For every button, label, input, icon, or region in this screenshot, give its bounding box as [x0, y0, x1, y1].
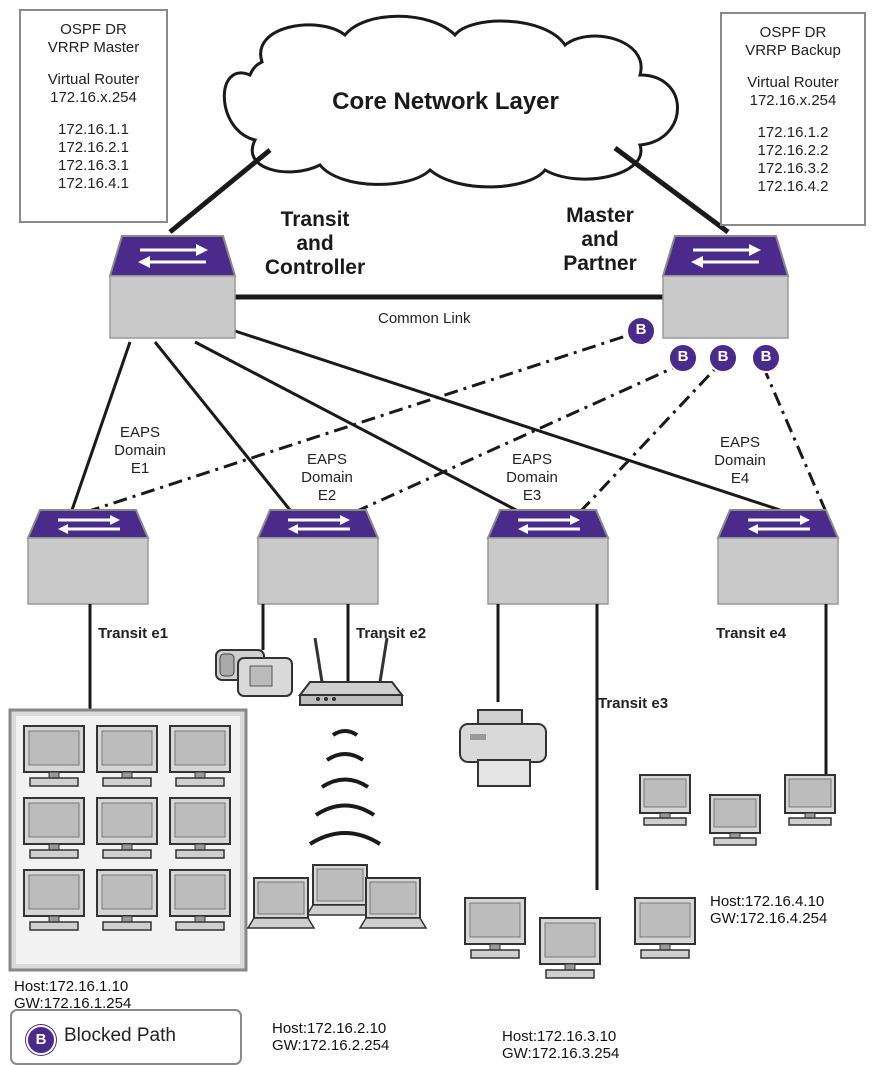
- legend: B Blocked Path: [10, 1009, 242, 1065]
- blocked-marker-label: B: [717, 348, 729, 365]
- domain-e1-label: EAPS Domain E1: [100, 424, 180, 478]
- info-line: 172.16.4.1: [58, 175, 129, 192]
- gw-line: GW:172.16.2.254: [272, 1037, 390, 1054]
- info-line: 172.16.x.254: [749, 92, 837, 109]
- host-line: Host:172.16.4.10: [710, 893, 825, 910]
- info-line: 172.16.2.2: [757, 142, 829, 159]
- gw-line: GW:172.16.1.254: [14, 995, 132, 1012]
- wifi-signal-icon: [308, 729, 382, 846]
- info-line: 172.16.2.1: [58, 139, 129, 156]
- label-line: EAPS: [306, 451, 348, 468]
- info-line: 172.16.3.1: [58, 157, 129, 174]
- workstations-e3: [464, 897, 696, 979]
- blocked-links: [85, 332, 828, 514]
- label-line: E3: [522, 487, 542, 504]
- controller-links: [70, 328, 781, 512]
- info-line: 172.16.3.2: [757, 160, 829, 177]
- core-left-uplink: [168, 148, 272, 234]
- gw-line: GW:172.16.3.254: [502, 1045, 620, 1062]
- switch-e3: [486, 508, 610, 606]
- domain-e2-label: EAPS Domain E2: [287, 451, 367, 505]
- label-line: Domain: [714, 452, 766, 469]
- master-partner-label: Master and Partner: [540, 204, 660, 276]
- transit-e1-label: Transit e1: [98, 625, 169, 642]
- core-network-label: Core Network Layer: [332, 88, 559, 115]
- printer-icon: [459, 709, 547, 787]
- label-line: E1: [130, 460, 150, 477]
- host-line: Host:172.16.3.10: [502, 1028, 617, 1045]
- domain-e4-label: EAPS Domain E4: [700, 434, 780, 488]
- switch-e4: [716, 508, 840, 606]
- legend-label: Blocked Path: [64, 1025, 176, 1046]
- switch-master-partner: [661, 234, 790, 340]
- label-line: Transit: [280, 208, 350, 231]
- info-line: VRRP Backup: [745, 42, 841, 59]
- transit-controller-label: Transit and Controller: [240, 208, 390, 280]
- blocked-marker-label: B: [635, 321, 647, 338]
- domain-e3-label: EAPS Domain E3: [492, 451, 572, 505]
- core-network-cloud: [222, 14, 679, 189]
- label-line: Partner: [563, 252, 637, 275]
- host-e4-label: Host:172.16.4.10 GW:172.16.4.254: [710, 893, 827, 927]
- info-line: Virtual Router: [747, 74, 839, 91]
- blocked-marker-icons: [626, 316, 781, 373]
- drop-lines: [88, 604, 828, 890]
- ip-phone-icon: [215, 649, 293, 697]
- laptops-e2: [247, 864, 427, 929]
- gw-line: GW:172.16.4.254: [710, 910, 828, 927]
- blocked-path-icon: B: [26, 1025, 56, 1055]
- info-line: 172.16.x.254: [50, 89, 137, 106]
- label-line: EAPS: [719, 434, 761, 451]
- switch-e2: [256, 508, 380, 606]
- info-line: OSPF DR: [60, 21, 127, 38]
- router-info-master: OSPF DR VRRP Master Virtual Router 172.1…: [19, 9, 168, 223]
- host-line: Host:172.16.2.10: [272, 1020, 387, 1037]
- switch-transit-controller: [108, 234, 237, 340]
- label-line: E4: [730, 470, 750, 487]
- transit-e3-label: Transit e3: [598, 695, 669, 712]
- monitor-bank-e1: [8, 708, 248, 972]
- label-line: EAPS: [511, 451, 553, 468]
- label-line: Domain: [114, 442, 166, 459]
- workstations-e4: [639, 774, 836, 846]
- label-line: Domain: [301, 469, 353, 486]
- switch-e1: [26, 508, 150, 606]
- info-line: OSPF DR: [759, 24, 827, 41]
- label-line: Domain: [506, 469, 558, 486]
- label-line: EAPS: [119, 424, 161, 441]
- label-line: and: [296, 232, 334, 255]
- host-e3-label: Host:172.16.3.10 GW:172.16.3.254: [502, 1028, 619, 1062]
- host-line: Host:172.16.1.10: [14, 978, 129, 995]
- label-line: and: [581, 228, 619, 251]
- router-info-backup: OSPF DR VRRP Backup Virtual Router 172.1…: [720, 12, 866, 226]
- host-e1-label: Host:172.16.1.10 GW:172.16.1.254: [14, 978, 131, 1012]
- blocked-marker-label: B: [760, 348, 772, 365]
- wireless-access-point-icon: [297, 637, 405, 706]
- blocked-marker-label: B: [677, 348, 689, 365]
- common-link-label: Common Link: [378, 310, 471, 327]
- info-line: 172.16.1.1: [58, 121, 129, 138]
- info-line: Virtual Router: [47, 71, 140, 88]
- host-e2-label: Host:172.16.2.10 GW:172.16.2.254: [272, 1020, 389, 1054]
- transit-e2-label: Transit e2: [356, 625, 427, 642]
- label-line: E2: [317, 487, 337, 504]
- info-line: VRRP Master: [47, 39, 140, 56]
- label-line: Controller: [264, 256, 366, 279]
- transit-e4-label: Transit e4: [716, 625, 787, 642]
- core-right-uplink: [613, 145, 730, 235]
- label-line: Master: [566, 204, 634, 227]
- info-line: 172.16.4.2: [757, 178, 829, 195]
- info-line: 172.16.1.2: [757, 124, 829, 141]
